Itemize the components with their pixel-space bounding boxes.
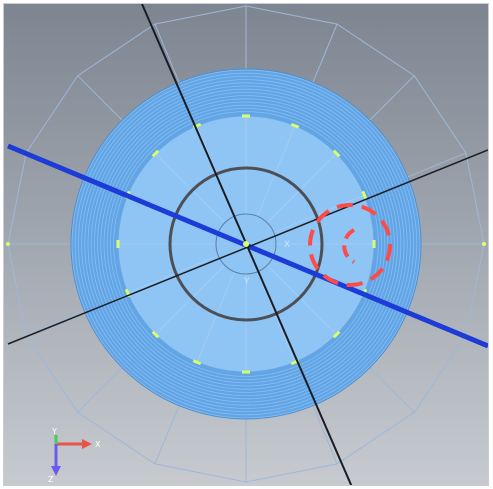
triad-x-arrowhead — [82, 439, 92, 449]
center-hub — [215, 213, 277, 275]
triad-z-label: Z — [48, 475, 54, 484]
disc-ring — [109, 107, 383, 381]
black-axis-line-diagonal — [7, 149, 488, 345]
outer-wire-line — [309, 397, 338, 465]
spoke-line — [196, 271, 235, 363]
wire-node — [6, 242, 10, 246]
wire-node — [482, 242, 486, 246]
view-triad[interactable]: X Y Z — [48, 427, 101, 484]
mesh-node — [290, 122, 300, 129]
disc-ring — [103, 101, 389, 387]
mesh-node — [361, 190, 368, 200]
center-x-label: X — [284, 240, 290, 250]
disc-ring — [106, 104, 386, 384]
spoke-line — [257, 271, 296, 363]
mesh-node — [332, 149, 341, 158]
highlight-inner-arc — [342, 228, 356, 264]
spoke-line — [273, 194, 365, 233]
outer-wire-line — [363, 361, 415, 413]
outer-wire-line — [309, 23, 338, 91]
spoke-line — [257, 125, 296, 217]
disc-ring — [71, 69, 421, 419]
disc-ring — [87, 85, 405, 403]
outer-wire-line — [399, 152, 467, 181]
disc-ring — [84, 82, 408, 406]
mesh-node — [151, 330, 160, 339]
disc-ring — [93, 91, 399, 397]
outer-wire-line — [154, 23, 183, 91]
3d-viewport[interactable]: X Y X Y Z — [3, 3, 489, 486]
center-node — [243, 241, 249, 247]
triad-y-label: Y — [51, 427, 57, 436]
disc-ring — [77, 75, 415, 413]
mesh-node — [192, 359, 202, 366]
disc-ring — [74, 72, 418, 416]
disc-ring — [81, 79, 411, 409]
triad-x-label: X — [95, 440, 101, 449]
spoke-line — [127, 255, 219, 294]
outer-wire-line — [77, 75, 129, 127]
spoke-line — [155, 153, 226, 224]
mesh-node — [151, 149, 160, 158]
dark-ring — [168, 166, 324, 322]
center-y-label: Y — [243, 277, 250, 287]
disc-ring — [100, 98, 392, 390]
disc-ring — [113, 111, 379, 377]
triad-z-arrowhead — [51, 466, 61, 476]
outer-wire-line — [77, 361, 129, 413]
disc-ring — [97, 95, 395, 393]
spoke-line — [266, 153, 337, 224]
highlight-selection-circle[interactable] — [308, 203, 392, 287]
outer-wire-line — [154, 397, 183, 465]
model-view[interactable]: X Y X Y Z — [4, 4, 489, 486]
mesh-node — [332, 330, 341, 339]
disc-ring — [90, 88, 402, 400]
spoke-line — [155, 264, 226, 335]
spoke-line — [266, 264, 337, 335]
outer-wire-line — [25, 307, 93, 336]
outer-wire-line — [363, 75, 415, 127]
